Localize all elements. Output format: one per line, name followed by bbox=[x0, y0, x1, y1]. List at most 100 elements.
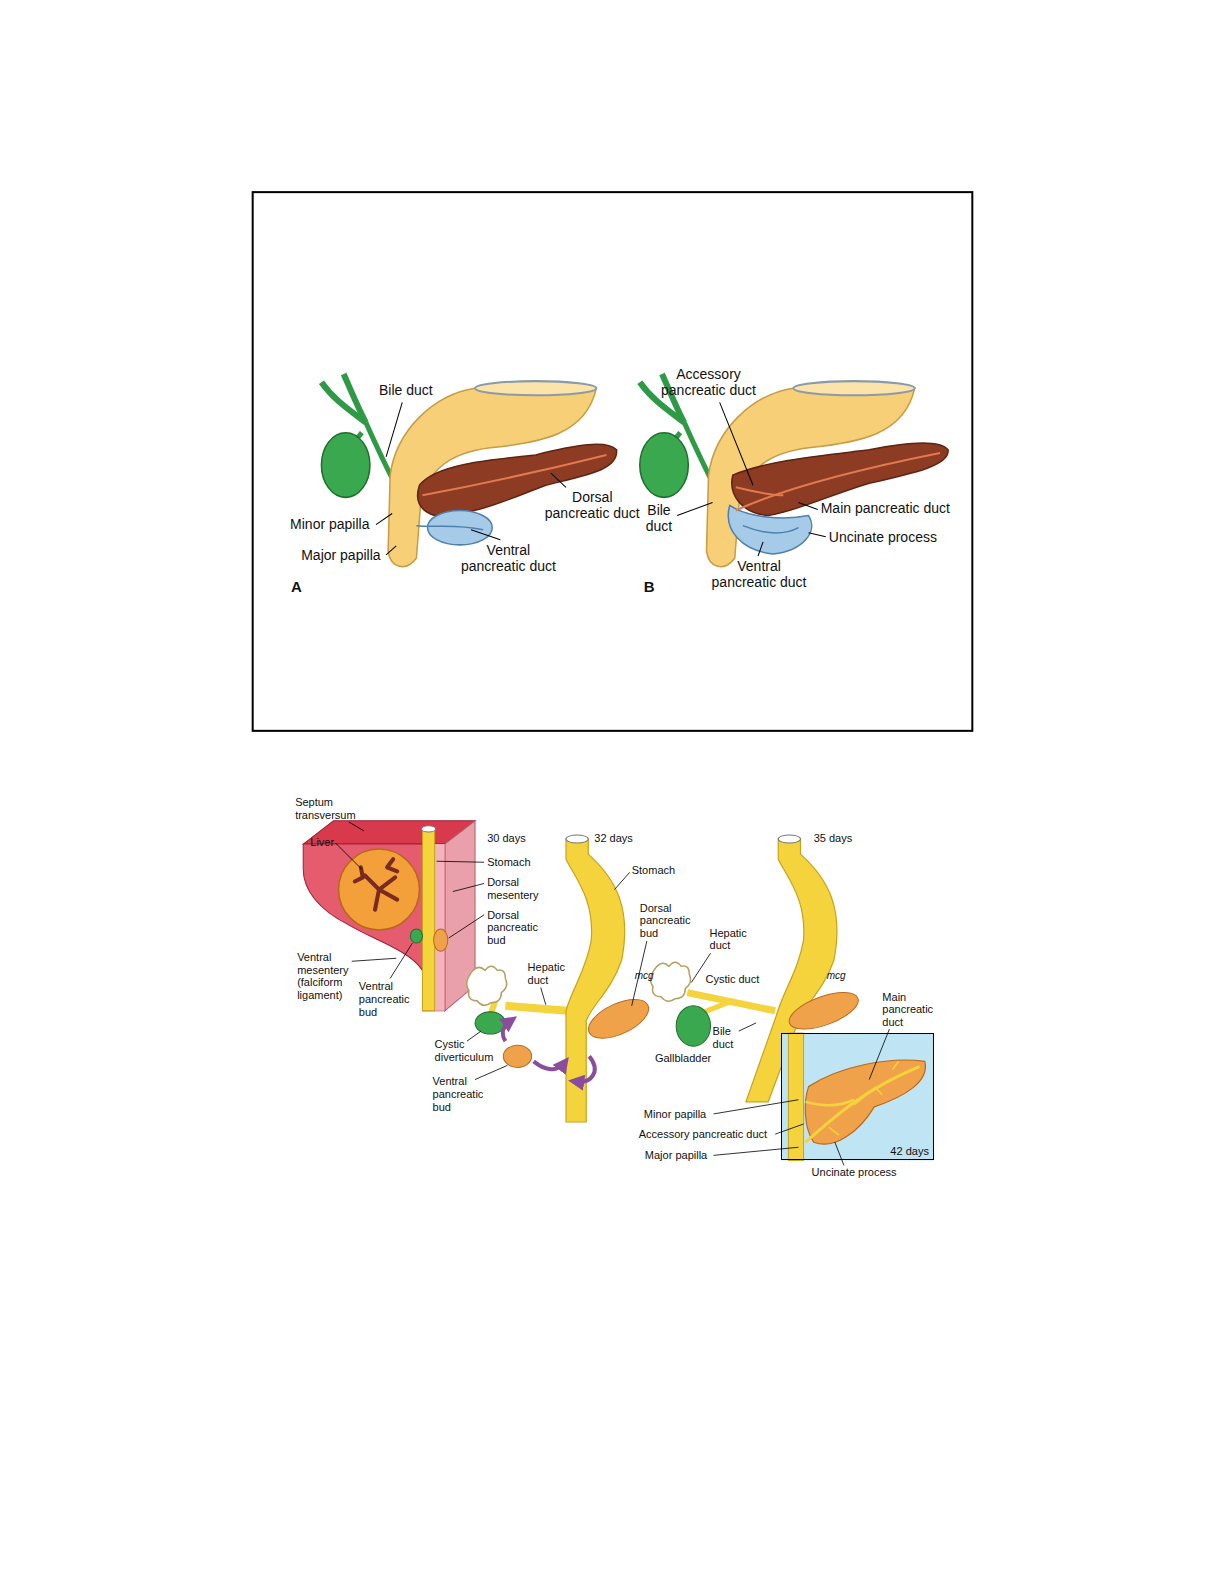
part-label: Uncinate process bbox=[812, 1166, 897, 1179]
day32-figure bbox=[467, 835, 655, 1122]
cystic-duct bbox=[704, 1001, 732, 1012]
part-label: Main pancreatic duct bbox=[821, 500, 950, 516]
part-label: Dorsal pancreatic duct bbox=[541, 489, 644, 521]
ventral-bud bbox=[410, 929, 422, 943]
hepatic-duct bbox=[344, 374, 366, 423]
accessory-duct bbox=[736, 487, 784, 495]
leader-line bbox=[714, 1147, 799, 1155]
leader-line bbox=[390, 943, 412, 978]
part-label: mcg bbox=[635, 970, 654, 982]
leader-line bbox=[720, 402, 753, 485]
dorsal-bud bbox=[434, 929, 448, 951]
leader-line bbox=[437, 861, 485, 862]
leader-line bbox=[809, 533, 826, 537]
panel-b-figure bbox=[640, 374, 948, 567]
leader-lines bbox=[376, 402, 566, 555]
leader-line bbox=[758, 542, 763, 556]
gut-tube bbox=[422, 829, 434, 1011]
panel-frame bbox=[253, 192, 973, 731]
part-label: Cystic duct bbox=[705, 973, 759, 986]
gallbladder bbox=[676, 1006, 710, 1046]
leader-line bbox=[449, 915, 484, 938]
leader-line bbox=[551, 473, 566, 487]
duct-branches bbox=[829, 1061, 899, 1135]
part-label: Dorsal pancreatic bud bbox=[487, 909, 544, 947]
liver-cords bbox=[355, 859, 397, 910]
leader-line bbox=[352, 958, 396, 961]
part-label: 30 days bbox=[487, 832, 526, 845]
part-label: Ventral pancreatic duct bbox=[708, 558, 811, 590]
stomach-tube bbox=[566, 839, 625, 1122]
leader-line bbox=[869, 1029, 889, 1080]
part-label: Uncinate process bbox=[829, 529, 937, 545]
part-label: Gallbladder bbox=[655, 1052, 711, 1065]
stomach-opening bbox=[793, 381, 914, 395]
part-label: Bile duct bbox=[643, 502, 675, 534]
part-label: Liver bbox=[310, 836, 334, 849]
leader-line bbox=[775, 1124, 803, 1134]
leader-line bbox=[475, 1065, 507, 1079]
part-label: Accessory pancreatic duct bbox=[639, 1128, 767, 1141]
part-label: Cystic diverticulum bbox=[435, 1038, 498, 1063]
ventral-bud bbox=[503, 1045, 531, 1067]
main-duct bbox=[806, 1066, 920, 1142]
rotation-arrow bbox=[534, 1061, 564, 1069]
part-label: Hepatic duct bbox=[710, 927, 752, 952]
gut-opening bbox=[778, 835, 800, 843]
part-label: 35 days bbox=[814, 832, 853, 845]
part-label: Stomach bbox=[487, 856, 530, 869]
part-label: Minor papilla bbox=[290, 516, 369, 532]
dorsal-bud bbox=[785, 985, 863, 1036]
part-label: Ventral pancreatic duct bbox=[457, 542, 560, 574]
leader-lines bbox=[336, 822, 485, 979]
gut-opening bbox=[566, 835, 588, 843]
ventral-duct bbox=[416, 526, 483, 530]
inset-box: 42 days bbox=[781, 1033, 934, 1160]
pancreas bbox=[805, 1060, 925, 1144]
hepatic-tree bbox=[651, 962, 691, 1001]
part-label: Major papilla bbox=[645, 1149, 707, 1162]
leader-line bbox=[714, 1100, 799, 1114]
hepatic-tree bbox=[467, 966, 507, 1005]
part-label: Major papilla bbox=[301, 547, 380, 563]
part-label: 32 days bbox=[594, 832, 633, 845]
leader-line bbox=[467, 1031, 481, 1041]
part-label: Septum transversum bbox=[295, 796, 366, 821]
part-label: Bile duct bbox=[713, 1025, 737, 1050]
leader-line bbox=[677, 502, 712, 515]
accessory-duct bbox=[806, 1100, 855, 1106]
ventral-duct bbox=[743, 526, 799, 533]
leader-line bbox=[453, 883, 484, 891]
leader-line bbox=[541, 988, 546, 1005]
part-label: mcg bbox=[827, 970, 846, 982]
leader-line bbox=[615, 872, 630, 889]
part-label: Bile duct bbox=[379, 382, 433, 398]
part-label: A bbox=[291, 578, 302, 595]
panel-a-figure bbox=[321, 374, 616, 567]
part-label: Ventral pancreatic bud bbox=[359, 980, 416, 1018]
stomach-opening bbox=[475, 381, 596, 395]
cystic-diverticulum bbox=[475, 1012, 505, 1034]
gut-opening bbox=[421, 826, 435, 832]
part-label: Stomach bbox=[632, 864, 675, 877]
inset-ground bbox=[781, 1033, 934, 1160]
hepatic-duct bbox=[505, 1006, 568, 1011]
part-label: Dorsal pancreatic bud bbox=[640, 902, 697, 940]
leader-line bbox=[386, 402, 402, 457]
liver bbox=[339, 849, 420, 930]
leader-lines bbox=[677, 402, 826, 556]
part-label: Accessory pancreatic duct bbox=[657, 366, 760, 398]
leader-line bbox=[835, 1142, 844, 1165]
leader-line bbox=[471, 530, 500, 540]
part-label: Minor papilla bbox=[644, 1108, 706, 1121]
ventral-pancreas bbox=[428, 511, 493, 545]
uncinate-process bbox=[728, 505, 811, 554]
gallbladder bbox=[640, 433, 689, 498]
stage-label: 42 days bbox=[890, 1145, 929, 1157]
leader-line bbox=[336, 843, 362, 869]
gallbladder bbox=[321, 433, 370, 498]
leader-line bbox=[376, 514, 392, 525]
part-label: Dorsal mesentery bbox=[487, 876, 548, 901]
